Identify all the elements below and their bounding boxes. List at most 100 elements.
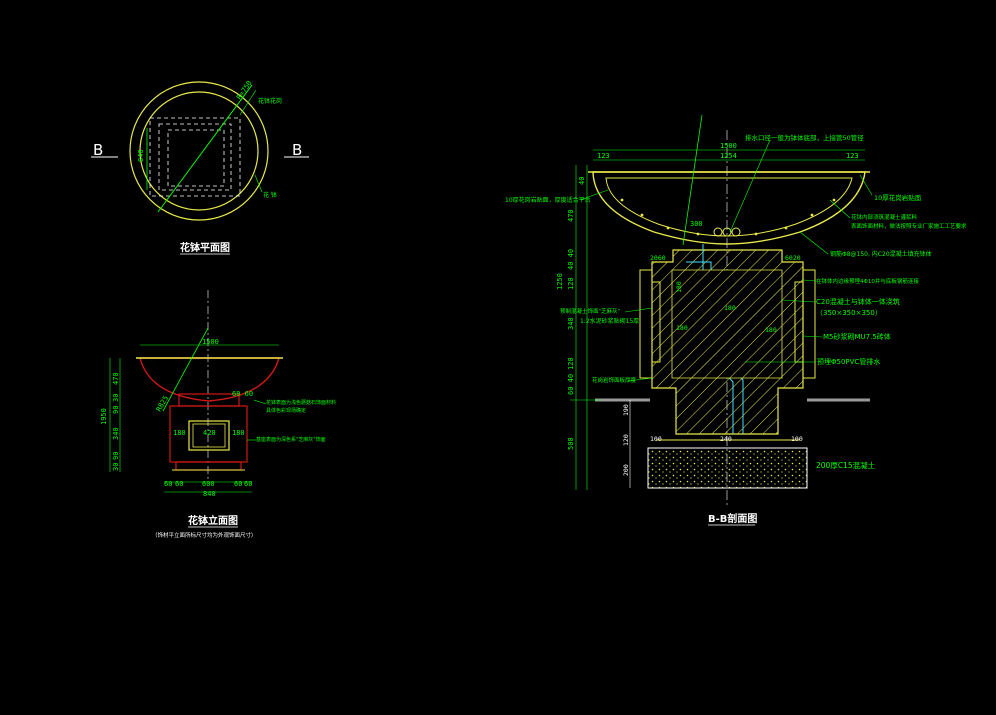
section-view: 1500 1254 123 123 300 2060 6020 180 180 … bbox=[505, 114, 967, 526]
section-note-top-leader bbox=[729, 139, 771, 233]
section-left-dim-8: 500 bbox=[567, 437, 575, 450]
section-dim-100-right: 100 bbox=[791, 435, 803, 443]
rebar-dot bbox=[832, 198, 836, 202]
elev-note1: 花钵表面为浅色蘑菇石饰面材料 bbox=[266, 399, 336, 406]
elev-dim-180-right: 180 bbox=[232, 429, 245, 437]
plan-inner-circle bbox=[139, 91, 259, 211]
elev-left-dim-4: 90 bbox=[112, 452, 120, 460]
rebar-dot bbox=[696, 232, 700, 236]
section-left-dim-1: 470 bbox=[567, 209, 575, 222]
elev-plinth bbox=[175, 461, 242, 471]
section-bowl-outer bbox=[592, 171, 866, 245]
section-left-dim-0: 40 bbox=[578, 177, 586, 185]
elev-left-dim-0: 470 bbox=[112, 372, 120, 385]
section-note-r4-leader bbox=[802, 279, 817, 282]
section-title: B-B剖面图 bbox=[708, 512, 757, 525]
section-note-c20b: （350×350×350） bbox=[816, 309, 882, 317]
section-dim-123-right: 123 bbox=[846, 152, 859, 160]
section-note-top: 排水口径一般为钵体底部，上接管50管径 bbox=[745, 133, 864, 142]
elev-left-dim-1: 30 bbox=[112, 394, 120, 402]
rebar-dot bbox=[620, 198, 624, 202]
section-note-left1: 预制混凝土饰面"芝麻灰" bbox=[560, 307, 620, 315]
section-center-dim-0: 190 bbox=[622, 404, 630, 416]
section-note-left2: 1:2水泥砂浆贴砌15厚 bbox=[580, 317, 639, 325]
section-left-dim-2: 1250 bbox=[556, 273, 564, 290]
rebar-dot bbox=[810, 213, 814, 217]
elev-radius-leader bbox=[162, 327, 209, 412]
elev-radius: R825 bbox=[155, 394, 170, 413]
elev-bottom-total: 840 bbox=[203, 490, 216, 498]
section-concrete-base bbox=[647, 447, 808, 489]
section-dim-300: 300 bbox=[690, 220, 703, 228]
plan-view: R=750 840 花钵花岗 花 钵 B B 花钵平面图 bbox=[91, 79, 309, 255]
section-left-dim-6: 120 bbox=[567, 357, 575, 370]
plan-title: 花钵平面图 bbox=[180, 241, 230, 254]
section-left-dim-3: 40 40 bbox=[567, 249, 575, 270]
plan-radius-leader bbox=[157, 84, 253, 213]
section-leader-slope bbox=[682, 114, 703, 246]
elev-bottom-dim-0: 60 bbox=[164, 480, 172, 488]
section-note-10-left: 10厚花岗岩贴面，厚度适合平台 bbox=[505, 196, 591, 204]
elev-neck bbox=[178, 393, 240, 407]
rebar-dot bbox=[784, 226, 788, 230]
elev-bottom-dim-2: 600 bbox=[202, 480, 215, 488]
rebar-dot bbox=[754, 232, 758, 236]
elev-left-dim-3: 340 bbox=[112, 427, 120, 440]
section-dim-1500: 1500 bbox=[720, 142, 737, 150]
plan-square-mid bbox=[158, 123, 232, 191]
section-dim-180-d: 180 bbox=[765, 326, 777, 334]
drain-ring bbox=[722, 227, 732, 237]
section-note-r1: 花钵内部浇筑混凝土灌浆料 bbox=[851, 213, 918, 221]
elev-dim-420: 420 bbox=[203, 429, 216, 437]
elev-bottom-dim-1: 60 bbox=[175, 480, 183, 488]
plan-note-bottom: 花 钵 bbox=[263, 191, 277, 199]
section-note-r1-leader bbox=[829, 199, 851, 219]
section-dim-180-b: 180 bbox=[724, 304, 736, 312]
section-dim-1254: 1254 bbox=[720, 152, 737, 160]
elev-bowl bbox=[139, 357, 280, 402]
elevation-view: R825 1500 60 60 180 420 180 60 60 600 60… bbox=[100, 290, 336, 539]
elev-panel-inner bbox=[192, 423, 226, 448]
section-note-pvc: 预埋Φ50PVC管排水 bbox=[817, 357, 880, 366]
section-left-dim-5: 340 bbox=[567, 317, 575, 330]
elev-subtitle: （饰材平立面所标尺寸均为外观饰面尺寸） bbox=[152, 531, 257, 539]
rebar-dot bbox=[666, 226, 670, 230]
plan-dim-840: 840 bbox=[137, 149, 145, 162]
elev-note1-leader bbox=[253, 399, 267, 405]
section-left-moulding bbox=[639, 269, 661, 379]
plan-note-top: 花钵花岗 bbox=[258, 97, 282, 105]
plan-outer-circle bbox=[129, 81, 269, 221]
elev-left-total: 1950 bbox=[100, 408, 108, 425]
section-drain-fitting bbox=[713, 227, 741, 237]
section-note-left1-leader bbox=[624, 307, 653, 313]
section-note-base: 200厚C15混凝土 bbox=[816, 460, 876, 470]
elev-note1b: 具体色彩现场确定 bbox=[266, 407, 306, 414]
section-note-c20-leader bbox=[781, 299, 816, 303]
section-mark-right: B bbox=[292, 141, 302, 159]
section-dim-2060: 2060 bbox=[650, 254, 666, 262]
section-note-left3: 花岗岩饰面板厚度 bbox=[592, 376, 637, 384]
drain-ring bbox=[731, 227, 741, 237]
plan-square-inner bbox=[167, 129, 225, 187]
section-dim-123-left: 123 bbox=[597, 152, 610, 160]
rebar-dot bbox=[640, 213, 644, 217]
section-dim-180-a: 180 bbox=[675, 281, 683, 293]
plan-note-top-leader bbox=[239, 89, 257, 116]
section-note-m5-leader bbox=[802, 335, 823, 338]
section-note-left3-leader bbox=[627, 377, 653, 382]
section-dim-180-c: 180 bbox=[676, 324, 688, 332]
section-note-10-left-leader bbox=[579, 189, 609, 201]
elev-left-dim-2: 90 bbox=[112, 406, 120, 414]
section-note-r2: 表面饰面材料，做法按照专业厂家施工工艺要求 bbox=[851, 222, 967, 230]
section-pedestal-core-hatch bbox=[671, 269, 783, 379]
section-note-r3: 钢筋Φ8@150, 内C20混凝土填充钵体 bbox=[830, 250, 932, 258]
drain-ring bbox=[713, 227, 723, 237]
elev-dim-top: 1500 bbox=[202, 338, 219, 346]
elev-note2: 基座表面为深色系"芝麻灰"饰面 bbox=[256, 436, 326, 443]
section-center-dim-2: 200 bbox=[622, 464, 630, 476]
section-note-r3-leader bbox=[799, 231, 829, 255]
section-dim-100-left: 100 bbox=[650, 435, 662, 443]
elev-dim-180-left: 180 bbox=[173, 429, 186, 437]
